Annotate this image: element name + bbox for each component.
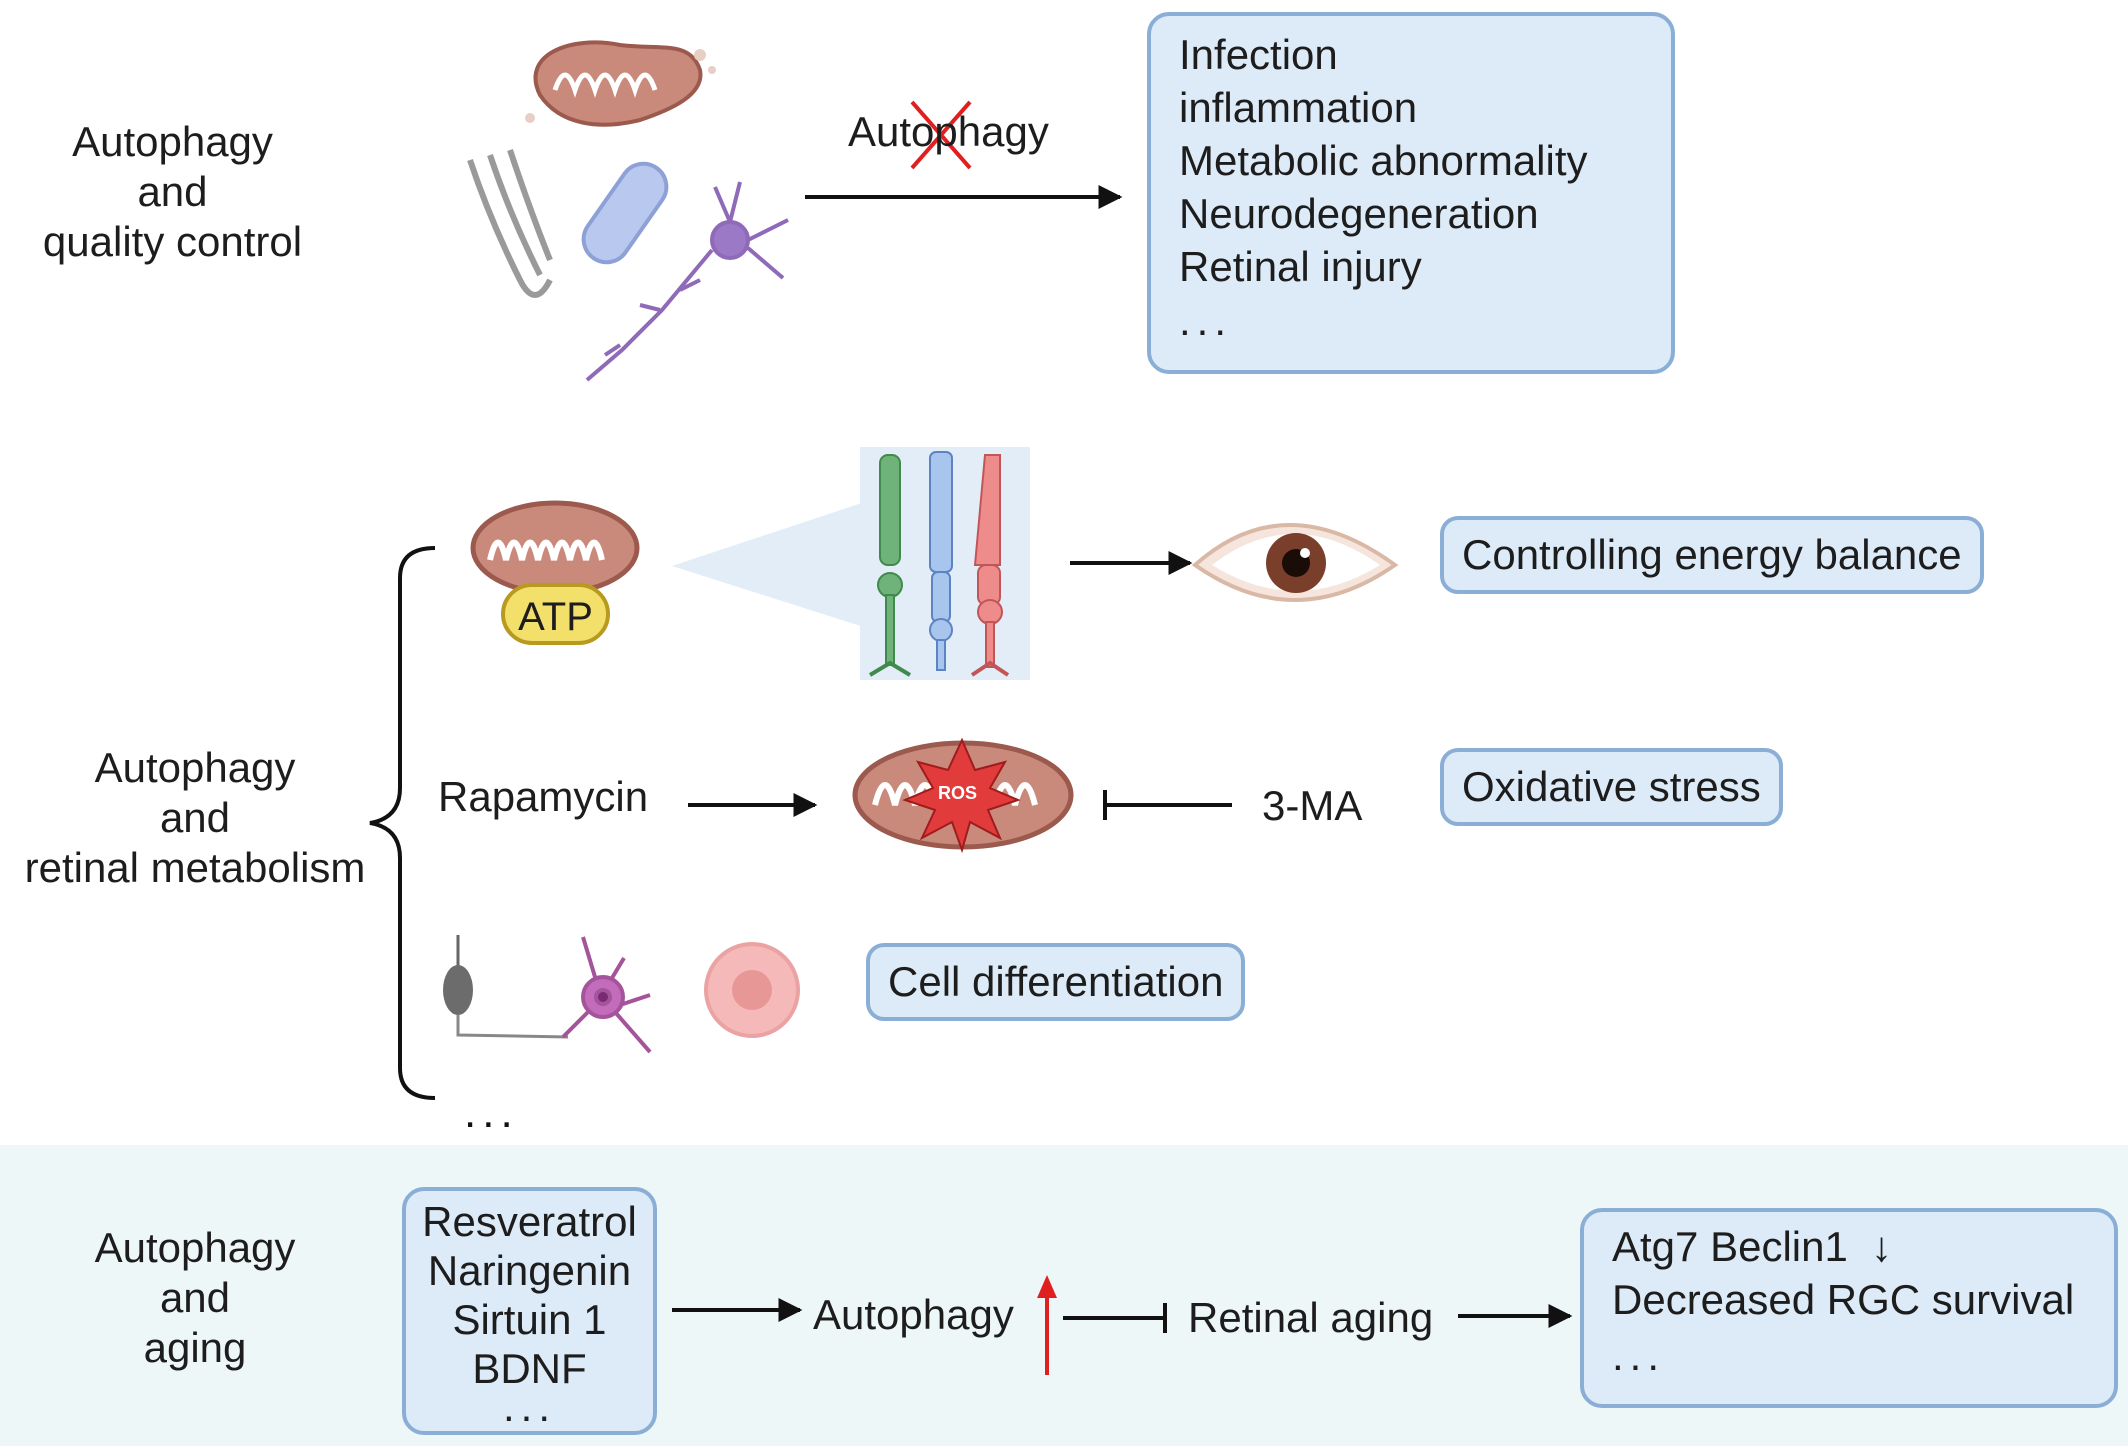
eye-icon xyxy=(1191,523,1399,602)
agents-box: Resveratrol Naringenin Sirtuin 1 BDNF ..… xyxy=(402,1187,657,1435)
cross-mark-icon xyxy=(910,100,972,170)
microglia-icon xyxy=(561,936,652,1054)
effects-box: Atg7 Beclin1 ↓ Decreased RGC survival ..… xyxy=(1580,1208,2118,1408)
agent-item: Resveratrol xyxy=(422,1198,637,1245)
agents-more: ... xyxy=(502,1383,556,1430)
cell-differentiation-box: Cell differentiation xyxy=(866,943,1246,1021)
ros-label: ROS xyxy=(938,783,978,803)
rod-cell-blue-icon xyxy=(929,451,953,671)
atp-label: ATP xyxy=(518,595,593,639)
retinal-aging-label: Retinal aging xyxy=(1188,1294,1434,1341)
mitochondrion-icon xyxy=(470,500,640,596)
aging-label: Autophagy and aging xyxy=(94,1224,296,1371)
outcomes-more: ... xyxy=(1179,297,1233,344)
cone-cell-green-icon xyxy=(868,454,912,677)
endoplasmic-reticulum-icon xyxy=(467,149,553,298)
metabolism-more: ... xyxy=(464,1088,519,1137)
mitochondrion-damaged-icon xyxy=(525,40,716,127)
effects-line1: Atg7 Beclin1 ↓ xyxy=(1612,1223,1893,1270)
ros-burst-icon xyxy=(902,737,1021,854)
bipolar-cell-icon xyxy=(443,935,569,1039)
rapamycin-label: Rapamycin xyxy=(438,773,649,820)
atp-badge xyxy=(501,583,610,645)
agent-item: BDNF xyxy=(472,1345,587,1392)
mitochondrion-ros-icon xyxy=(852,737,1074,854)
outcomes-box: Infection inflammation Metabolic abnorma… xyxy=(1147,12,1675,374)
cone-cell-red-icon xyxy=(970,454,1010,677)
effects-more: ... xyxy=(1612,1332,1666,1379)
oxidative-stress-box: Oxidative stress xyxy=(1440,748,1783,826)
energy-balance-box: Controlling energy balance xyxy=(1440,516,1984,594)
autophagy-crossed-label: Autophagy xyxy=(848,108,1049,155)
retinal-metabolism-label: Autophagy and retinal metabolism xyxy=(24,744,366,891)
agent-item: Sirtuin 1 xyxy=(452,1296,607,1343)
outcome-item: Neurodegeneration xyxy=(1179,190,1539,237)
stem-cell-icon xyxy=(704,942,800,1038)
outcome-item: Infection xyxy=(1179,31,1338,78)
down-arrow-icon: ↓ xyxy=(1871,1223,1893,1270)
neuron-icon xyxy=(585,181,789,382)
brace xyxy=(369,546,436,1100)
quality-control-label: Autophagy and quality control xyxy=(42,118,303,265)
effects-line2: Decreased RGC survival xyxy=(1612,1276,2075,1323)
outcome-item: Retinal injury xyxy=(1179,243,1422,290)
outcome-item: inflammation xyxy=(1179,84,1418,131)
outcome-item: Metabolic abnormality xyxy=(1179,137,1588,184)
3ma-label: 3-MA xyxy=(1262,782,1363,829)
autophagy-aging-label: Autophagy xyxy=(813,1291,1014,1338)
agent-item: Naringenin xyxy=(427,1247,632,1294)
bacterium-icon xyxy=(581,161,669,265)
